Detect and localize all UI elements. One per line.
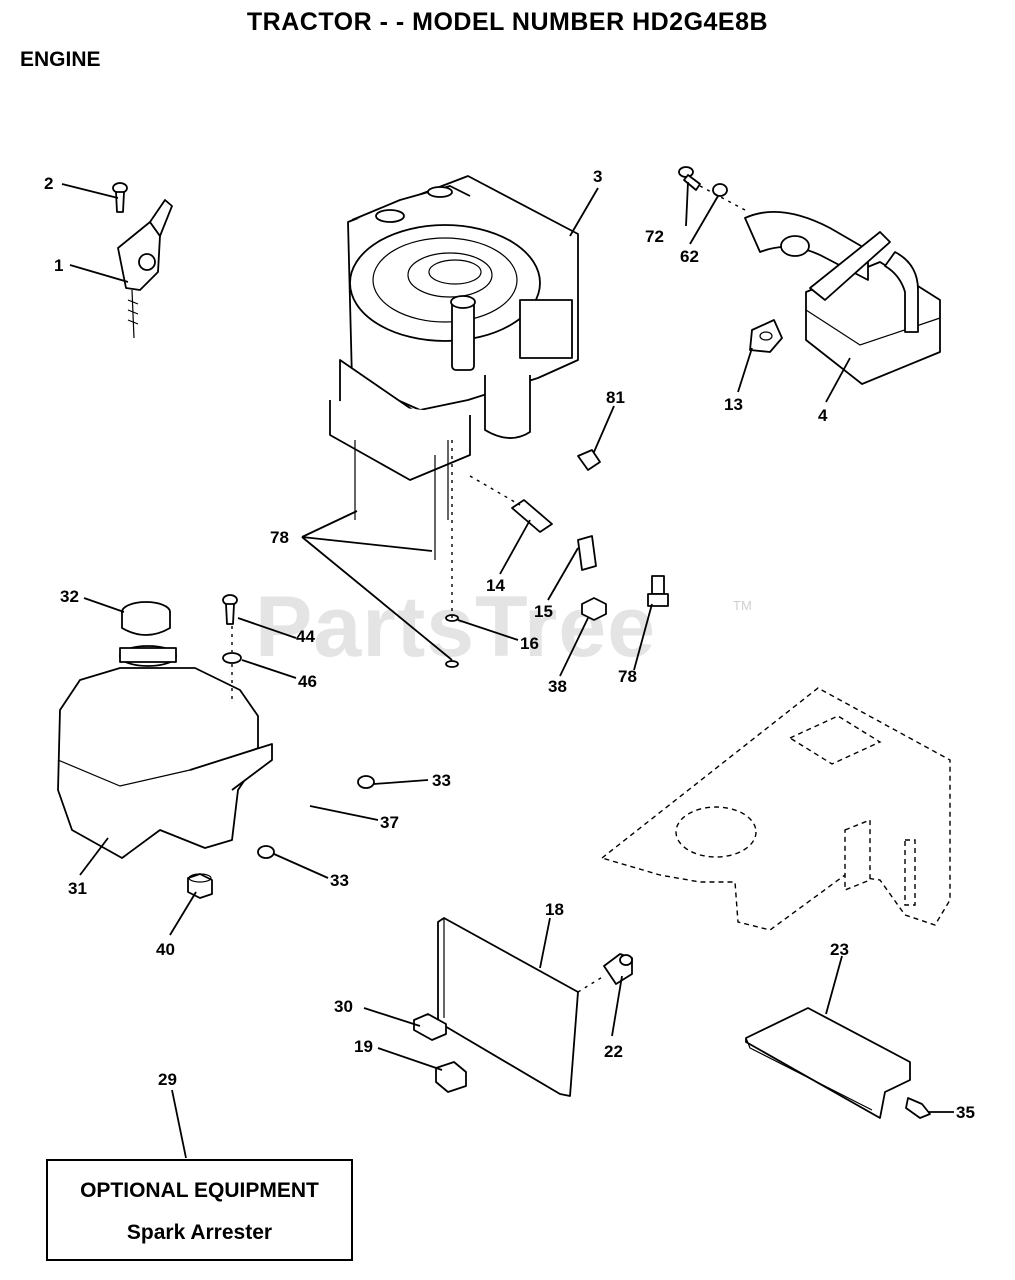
callout-32: 32 — [60, 587, 79, 606]
callout-30: 30 — [334, 997, 353, 1016]
fuel-line-part-37[interactable] — [268, 786, 363, 851]
callout-37: 37 — [380, 813, 399, 832]
bolt-part-72[interactable] — [678, 166, 701, 191]
callout-81: 81 — [606, 388, 625, 407]
throttle-control-part[interactable] — [117, 199, 173, 339]
muffler-part[interactable] — [744, 211, 941, 385]
optional-equipment-item: Spark Arrester — [126, 1221, 273, 1244]
gasket-part-13[interactable] — [749, 319, 783, 353]
callout-1: 1 — [54, 256, 63, 275]
callout-62: 62 — [680, 247, 699, 266]
callout-44: 44 — [296, 627, 315, 646]
nut-part-38[interactable] — [581, 597, 607, 621]
tractor-frame-reference — [600, 687, 951, 931]
callout-78-right: 78 — [618, 667, 637, 686]
washer-part-46[interactable] — [222, 652, 242, 664]
bracket-part-23[interactable] — [745, 1007, 911, 1119]
switch-part-22[interactable] — [603, 953, 633, 985]
callout-2: 2 — [44, 174, 53, 193]
optional-equipment-box: OPTIONAL EQUIPMENT Spark Arrester — [46, 1159, 353, 1261]
callout-22: 22 — [604, 1042, 623, 1061]
callout-29: 29 — [158, 1070, 177, 1089]
callout-13: 13 — [724, 395, 743, 414]
washer-part-62[interactable] — [712, 183, 728, 197]
connector-part-19[interactable] — [435, 1061, 467, 1093]
callout-16: 16 — [520, 634, 539, 653]
callout-31: 31 — [68, 879, 87, 898]
leader-lines — [61, 181, 954, 1159]
hose-part-15[interactable] — [577, 535, 597, 571]
callout-38: 38 — [548, 677, 567, 696]
page-title: TRACTOR - - MODEL NUMBER HD2G4E8B — [246, 8, 769, 36]
fitting-part-14[interactable] — [511, 499, 553, 533]
callout-33-bottom: 33 — [330, 871, 349, 890]
callout-14: 14 — [486, 576, 505, 595]
fuel-tank-part[interactable] — [57, 645, 273, 859]
callout-72: 72 — [645, 227, 664, 246]
fuel-cap-part[interactable] — [121, 601, 171, 636]
callout-78-left: 78 — [270, 528, 289, 547]
callout-46: 46 — [298, 672, 317, 691]
optional-equipment-title: OPTIONAL EQUIPMENT — [80, 1179, 319, 1202]
clamp-part-33-top[interactable] — [357, 775, 375, 789]
callout-23: 23 — [830, 940, 849, 959]
callout-35: 35 — [956, 1103, 975, 1122]
watermark-trademark: TM — [733, 598, 752, 613]
callout-15: 15 — [534, 602, 553, 621]
engine-part[interactable] — [329, 175, 579, 560]
bolt-part-78[interactable] — [647, 575, 669, 607]
callout-3: 3 — [593, 167, 602, 186]
callout-19: 19 — [354, 1037, 373, 1056]
callout-40: 40 — [156, 940, 175, 959]
callout-33-top: 33 — [432, 771, 451, 790]
callout-18: 18 — [545, 900, 564, 919]
clamp-part-33-bottom[interactable] — [257, 845, 275, 859]
section-label: ENGINE — [20, 48, 101, 71]
screw-part-2[interactable] — [112, 182, 128, 213]
callout-numbers: 1 2 3 4 13 14 15 16 18 19 22 23 29 30 31… — [44, 167, 975, 1122]
clip-part-81[interactable] — [577, 449, 601, 471]
watermark: PartsTree — [255, 579, 657, 675]
screw-part-44[interactable] — [222, 594, 238, 625]
bushing-part-40[interactable] — [187, 873, 213, 899]
screw-part-35[interactable] — [905, 1097, 931, 1119]
callout-4: 4 — [818, 406, 828, 425]
clip-part-30[interactable] — [413, 1013, 447, 1041]
